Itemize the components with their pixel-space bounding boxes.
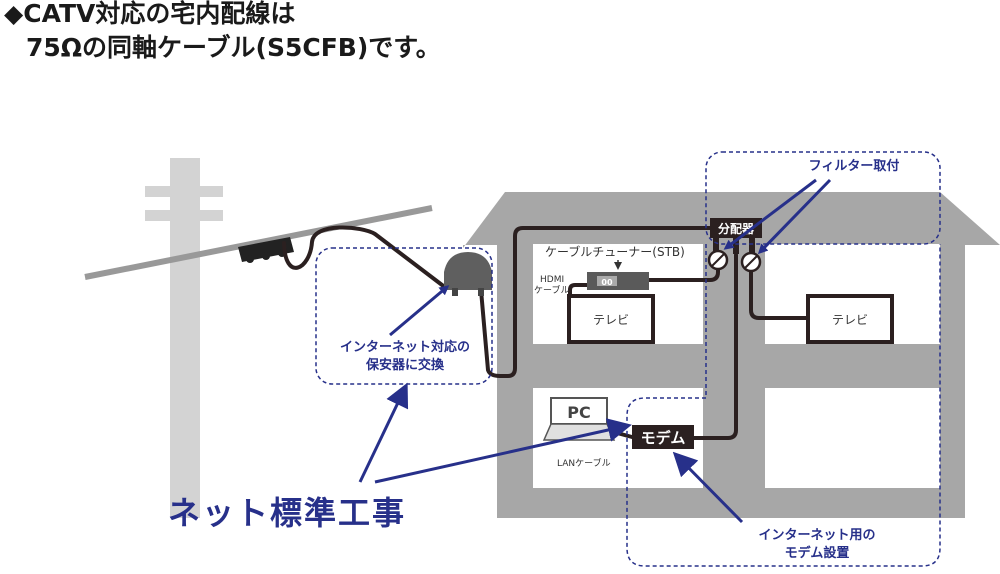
tv-right-label: テレビ — [832, 313, 868, 327]
splitter: 分配器 — [710, 218, 762, 254]
pc-label: PC — [567, 403, 590, 422]
modem-install-label-line-1: インターネット用の — [758, 528, 875, 543]
protector-label-line-2: 保安器に交換 — [365, 357, 445, 373]
modem-region — [626, 244, 941, 567]
pc-laptop: PC — [542, 397, 616, 441]
heading-line-1: ◆CATV対応の宅内配線は — [4, 0, 295, 28]
modem-label: モデム — [641, 429, 686, 447]
modem-install-label-line-2: モデム設置 — [785, 545, 850, 561]
stb-box: 00 — [587, 272, 649, 290]
tv-left-label: テレビ — [593, 313, 629, 327]
dashed-regions — [315, 151, 941, 567]
filter-label: フィルター取付 — [809, 158, 900, 174]
protector-device — [444, 252, 492, 296]
tv-left: テレビ — [567, 294, 655, 344]
modem: モデム — [632, 425, 694, 449]
heading-line-2: 75Ωの同軸ケーブル(S5CFB)です。 — [26, 33, 441, 62]
room-lower-right — [765, 388, 940, 488]
hdmi-label-line-2: ケーブル — [534, 284, 569, 296]
hdmi-label-line-1: HDMI — [540, 275, 564, 285]
filter-right — [740, 251, 762, 273]
lan-label: LANケーブル — [557, 457, 611, 469]
stb-display: 00 — [601, 278, 613, 287]
splitter-region — [705, 151, 941, 245]
power-line — [84, 205, 433, 280]
protector-region — [315, 247, 493, 385]
filter-left — [707, 249, 729, 271]
utility-pole — [145, 158, 223, 518]
house — [463, 192, 1000, 518]
stb-label: ケーブルチューナー(STB) — [545, 244, 685, 259]
net-work-label: ネット標準工事 — [168, 494, 406, 532]
protector-label-line-1: インターネット対応の — [340, 339, 470, 355]
tv-right: テレビ — [806, 294, 894, 344]
annotation-arrows — [358, 178, 832, 524]
